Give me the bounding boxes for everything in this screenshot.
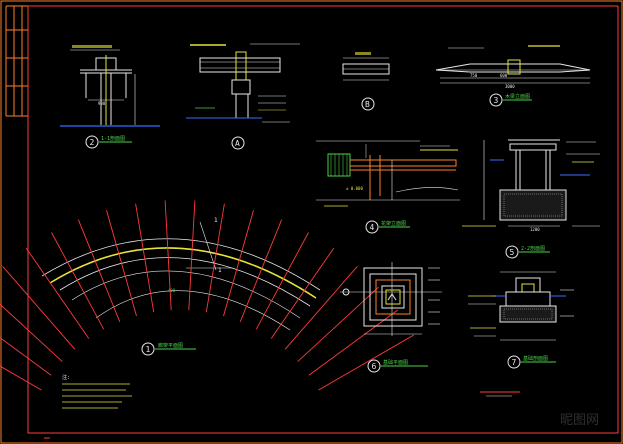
detail-6-caption: 基础平面图: [383, 359, 408, 366]
trellis-beam: [0, 365, 42, 391]
trellis-beam: [239, 219, 283, 322]
notes-title: 注:: [62, 374, 70, 381]
trellis-beam: [164, 200, 172, 311]
detail-2-drawing: 900: [60, 45, 160, 127]
notes-block: 注:: [62, 374, 132, 409]
trellis-beam: [205, 203, 225, 313]
trellis-beam: [135, 203, 155, 313]
detail-5-drawing: 1200: [462, 139, 600, 232]
trellis-beam: [106, 210, 137, 317]
trellis-beam: [255, 232, 309, 330]
detail-3-caption: 木梁立面图: [505, 93, 530, 100]
detail-4-number: 4: [370, 223, 375, 232]
trellis-beam: [270, 247, 335, 339]
section-mark-1-bottom: 1: [218, 267, 222, 274]
circle-callout-icon: [361, 97, 375, 111]
trellis-beam: [0, 303, 63, 362]
detail-a-callout[interactable]: A: [231, 136, 245, 150]
detail-7-number: 7: [512, 358, 517, 367]
circle-callout-icon: [141, 342, 155, 356]
trellis-beam: [318, 334, 415, 391]
trellis-beam: [2, 266, 76, 350]
detail-7-drawing: [468, 271, 574, 341]
detail-3-drawing: 750 600 3000: [435, 45, 591, 89]
detail-7-callout[interactable]: 7 基础剖面图: [507, 355, 556, 369]
dim-1200: 1200: [530, 227, 540, 232]
trellis-beam: [188, 200, 196, 311]
legend-marks: [480, 391, 520, 397]
circle-callout-icon: [505, 245, 519, 259]
trellis-beam: [25, 247, 90, 339]
detail-5-caption: 2-2剖面图: [521, 245, 545, 252]
detail-b-callout[interactable]: B: [361, 97, 375, 111]
trellis-beam: [77, 219, 121, 322]
dim-400: 400: [168, 288, 176, 293]
circle-callout-icon: [367, 359, 381, 373]
circle-callout-icon: [507, 355, 521, 369]
dim-600: 600: [500, 73, 508, 78]
dim-750: 750: [470, 73, 478, 78]
detail-b-letter: B: [365, 100, 370, 109]
trellis-beam: [297, 286, 379, 362]
detail-7-caption: 基础剖面图: [523, 355, 548, 362]
trellis-beam: [308, 309, 398, 376]
detail-1-caption: 廊架平面图: [158, 342, 183, 349]
detail-6-callout[interactable]: 6 基础平面图: [367, 359, 428, 373]
detail-2-number: 2: [90, 138, 95, 147]
detail-4-callout[interactable]: 4 花架立面图: [365, 220, 410, 234]
circle-callout-icon: [85, 135, 99, 149]
trellis-beam: [284, 266, 358, 350]
watermark-text: 昵图网: [560, 413, 599, 428]
detail-2-callout[interactable]: 2 1-1剖面图: [85, 135, 132, 149]
detail-1-number: 1: [146, 345, 151, 354]
detail-6-number: 6: [372, 362, 377, 371]
detail-a-letter: A: [235, 139, 240, 148]
detail-4-drawing: ± 0.000: [316, 140, 460, 207]
detail-3-number: 3: [494, 96, 499, 105]
trellis-beam: [223, 210, 254, 317]
circle-callout-icon: [231, 136, 245, 150]
detail-3-callout[interactable]: 3 木梁立面图: [489, 93, 532, 107]
dim-3000: 3000: [505, 84, 515, 89]
circle-callout-icon: [365, 220, 379, 234]
detail-a-drawing: [186, 43, 300, 123]
detail-5-callout[interactable]: 5 2-2剖面图: [505, 245, 550, 259]
circle-callout-icon: [489, 93, 503, 107]
detail-1-drawing: 1 1 400: [0, 200, 415, 391]
section-mark-1-top: 1: [214, 217, 218, 224]
svg-text:± 0.000: ± 0.000: [346, 186, 363, 191]
detail-b-drawing: [342, 52, 390, 81]
trellis-beam: [0, 337, 52, 376]
trellis-beam: [51, 232, 105, 330]
detail-1-callout[interactable]: 1 廊架平面图: [141, 342, 196, 356]
watermark: 昵图网: [560, 413, 599, 428]
detail-6-drawing: [340, 262, 442, 336]
detail-2-caption: 1-1剖面图: [101, 135, 125, 142]
dim-900: 900: [98, 101, 106, 106]
detail-5-number: 5: [510, 248, 515, 257]
detail-4-caption: 花架立面图: [381, 220, 406, 227]
